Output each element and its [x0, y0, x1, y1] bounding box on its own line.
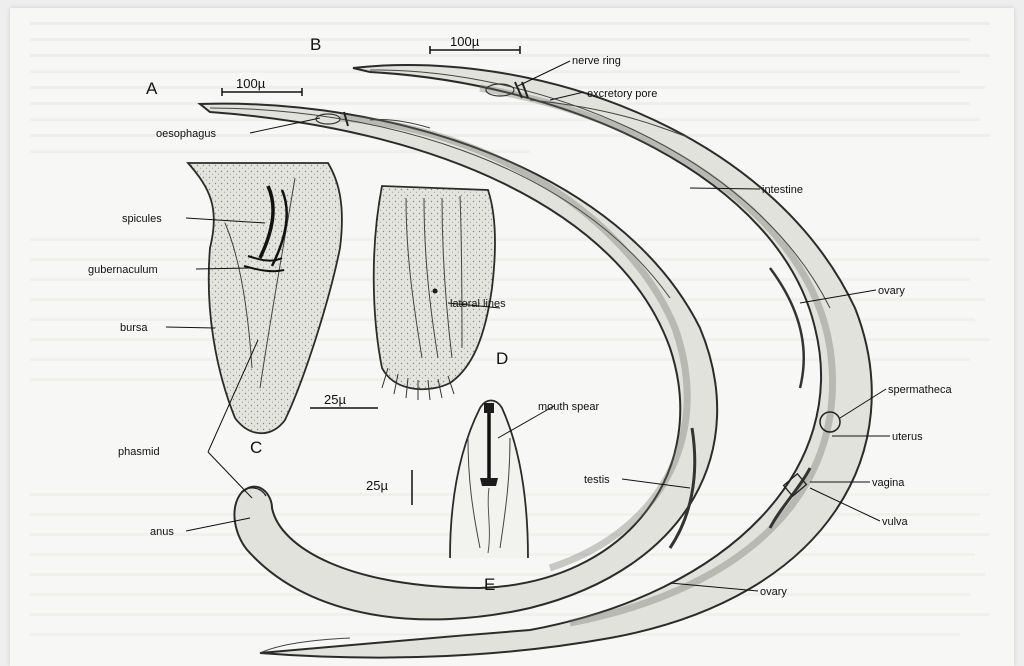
figure-drawing: B A C D E 100µ 100µ 25µ 25µ oesophagus n…: [10, 8, 1014, 666]
panel-label-c: C: [250, 438, 262, 457]
label-oesophagus: oesophagus: [156, 128, 216, 140]
label-ovary-upper: ovary: [878, 285, 905, 297]
panel-label-e: E: [484, 575, 495, 594]
label-phasmid: phasmid: [118, 446, 160, 458]
panel-label-a: A: [146, 79, 158, 98]
label-lateral-lines: lateral lines: [450, 298, 506, 310]
nematode-figure: B A C D E 100µ 100µ 25µ 25µ oesophagus n…: [10, 8, 1014, 666]
label-vulva: vulva: [882, 516, 909, 528]
label-nerve-ring: nerve ring: [572, 55, 621, 67]
label-bursa: bursa: [120, 322, 148, 334]
label-intestine: intestine: [762, 184, 803, 196]
panel-e-head: [450, 401, 528, 559]
scale-label-a: 100µ: [236, 76, 266, 91]
label-spicules: spicules: [122, 213, 162, 225]
panel-c-male-tail: [188, 163, 342, 433]
label-uterus: uterus: [892, 431, 923, 443]
panel-label-d: D: [496, 349, 508, 368]
panel-label-b: B: [310, 35, 321, 54]
label-ovary-lower: ovary: [760, 586, 787, 598]
label-spermatheca: spermatheca: [888, 384, 952, 396]
label-vagina: vagina: [872, 477, 905, 489]
label-excretory-pore: excretory pore: [587, 88, 657, 100]
scale-label-b: 100µ: [450, 34, 480, 49]
worm-b-female: [260, 65, 872, 658]
scale-label-e: 25µ: [366, 478, 388, 493]
label-gubernaculum: gubernaculum: [88, 264, 158, 276]
panel-d-female-tail: [374, 186, 495, 400]
label-mouth-spear: mouth spear: [538, 401, 599, 413]
label-anus: anus: [150, 526, 174, 538]
label-testis: testis: [584, 474, 610, 486]
scale-label-c: 25µ: [324, 392, 346, 407]
